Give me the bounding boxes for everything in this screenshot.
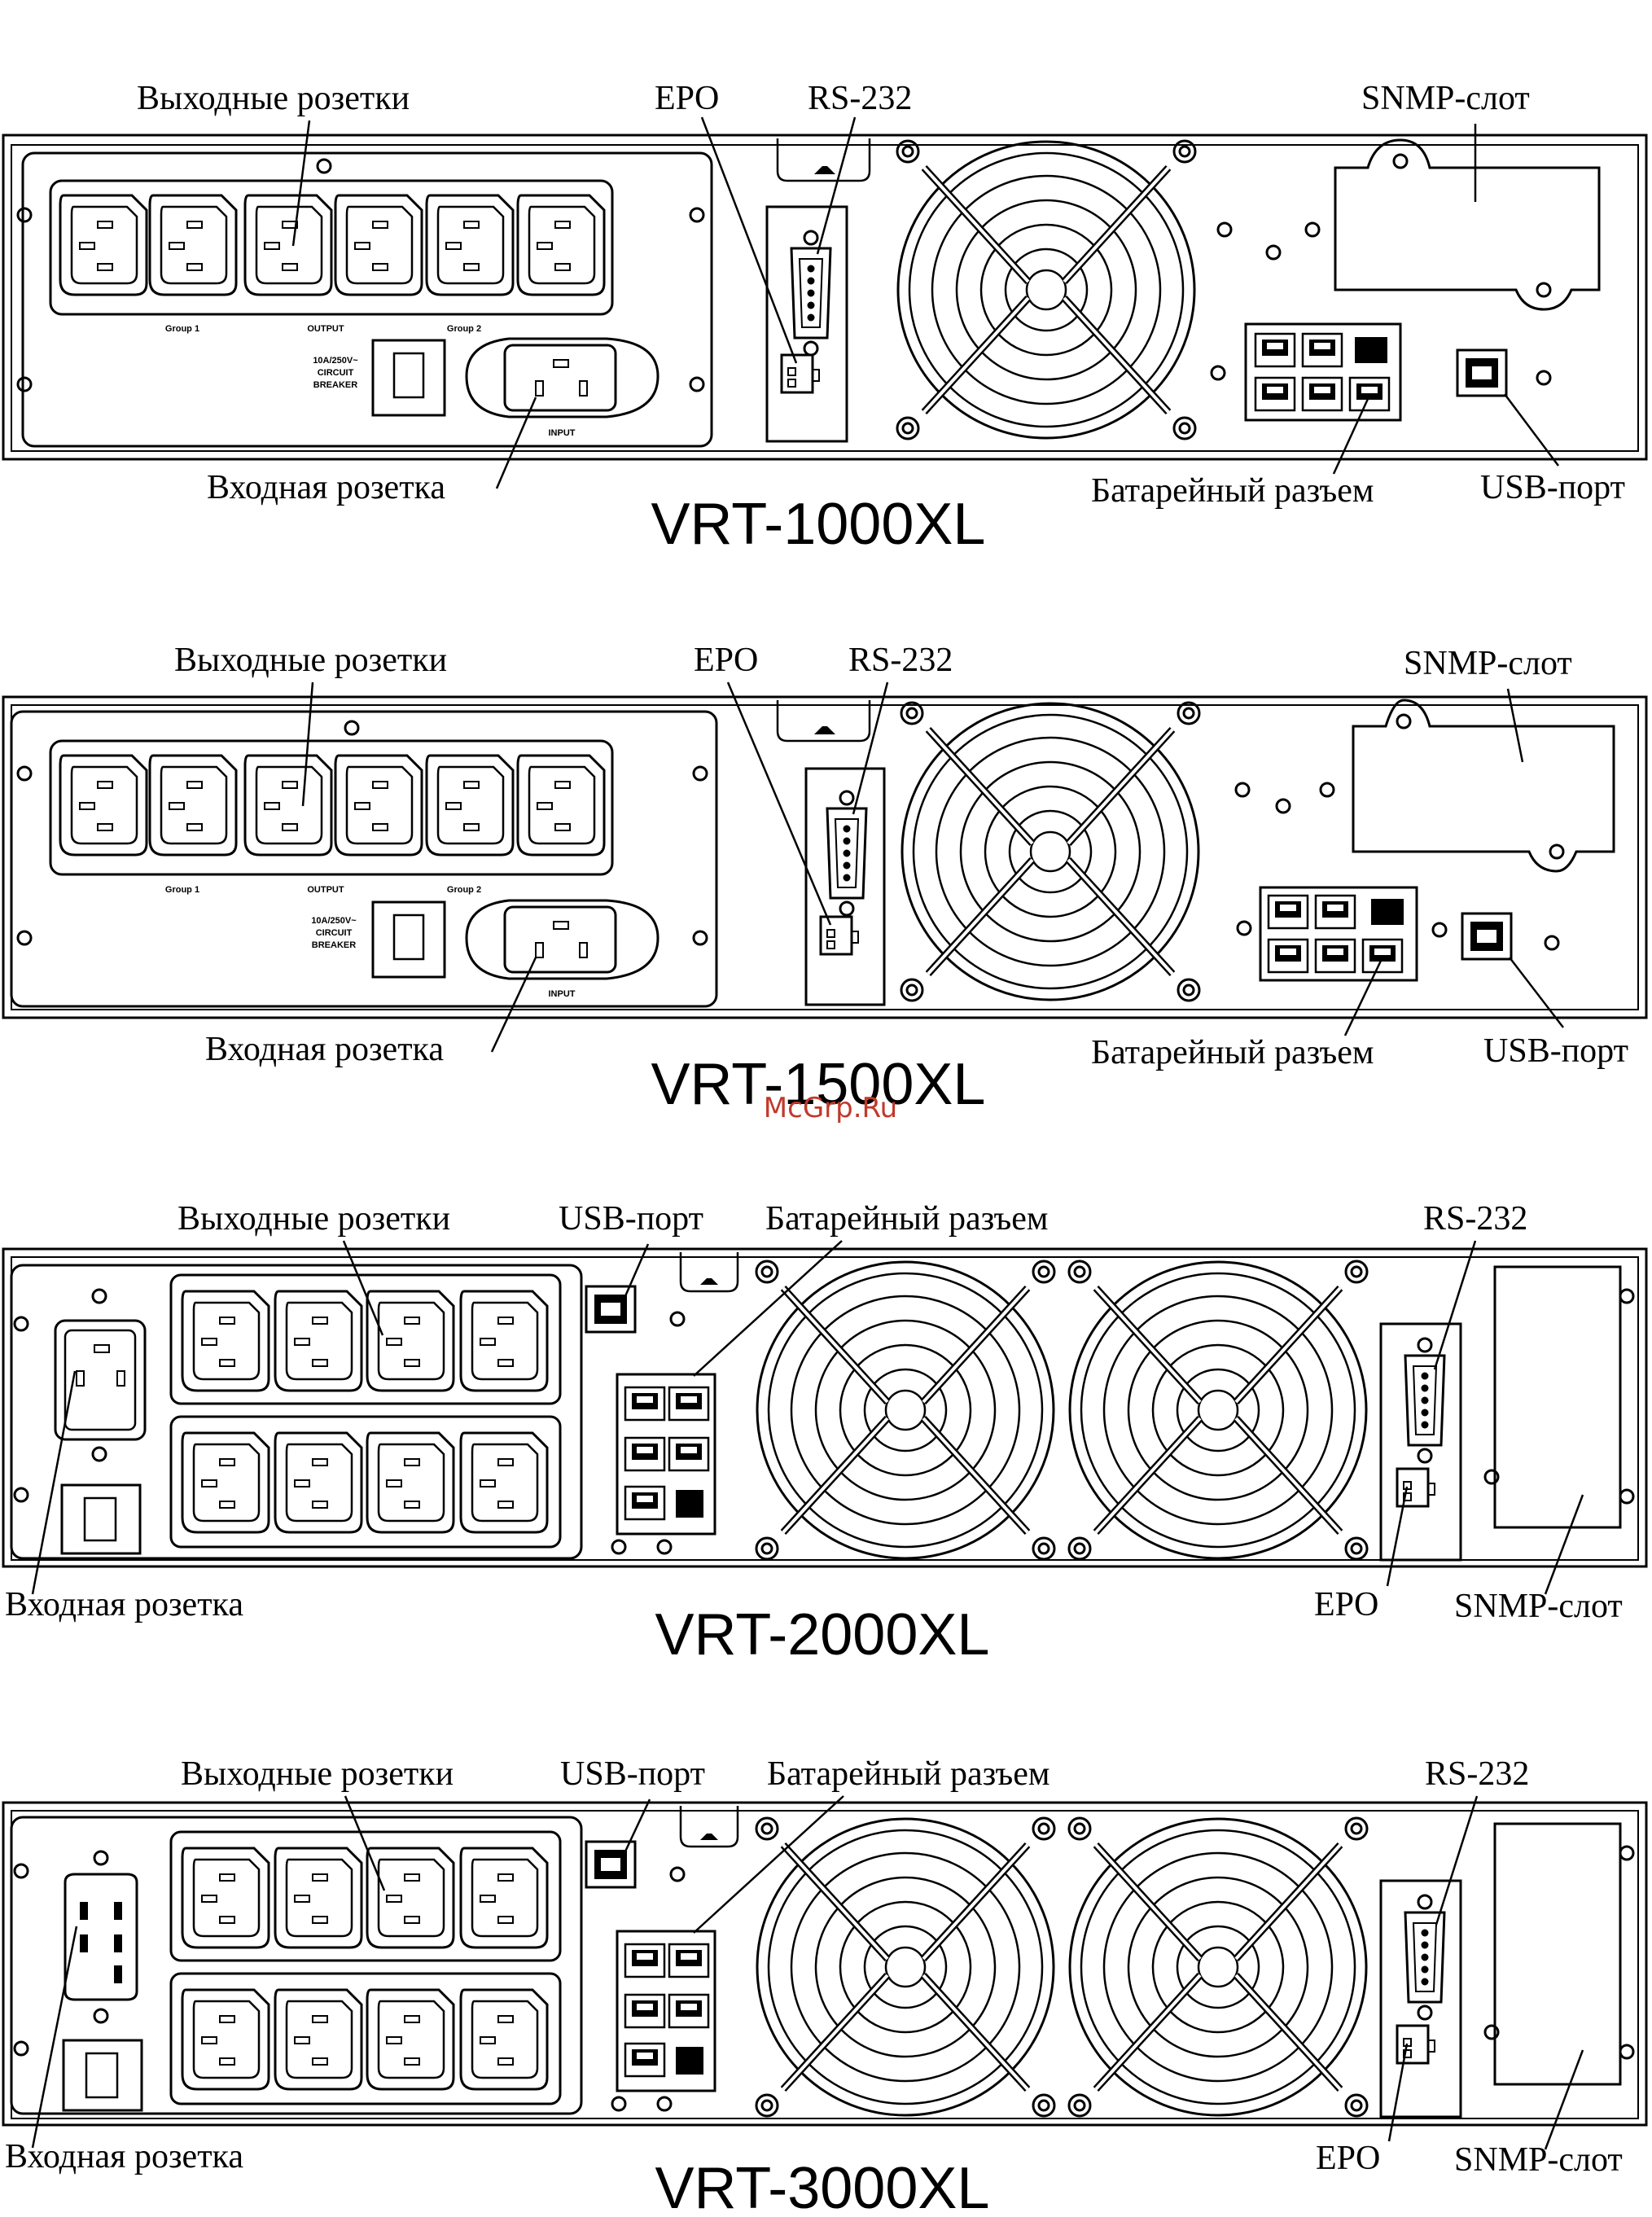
label-input: Входная розетка — [5, 1586, 243, 1623]
label-outputs: Выходные розетки — [137, 80, 410, 117]
label-rs232: RS-232 — [1423, 1200, 1527, 1238]
rs232-port[interactable] — [790, 230, 832, 357]
label-epo: EPO — [1316, 2140, 1380, 2177]
group1-label: Group 1 — [165, 324, 199, 334]
model-name: VRT-2000XL — [655, 1602, 990, 1667]
snmp-slot[interactable] — [1493, 1822, 1622, 2086]
label-outputs: Выходные розетки — [174, 642, 447, 679]
label-snmp: SNMP-слот — [1454, 1588, 1623, 1625]
label-epo: EPO — [1314, 1586, 1378, 1623]
breaker-text: BREAKER — [312, 940, 356, 950]
label-input: Входная розетка — [207, 469, 445, 506]
callouts-vrt-3000xl: Выходные розетки USB-порт Батарейный раз… — [5, 1755, 1623, 2217]
callouts-vrt-2000xl: Выходные розетки USB-порт Батарейный раз… — [5, 1200, 1623, 1667]
epo-connector[interactable] — [1396, 1467, 1430, 1508]
label-usb: USB-порт — [559, 1200, 703, 1238]
label-snmp: SNMP-слот — [1454, 2141, 1623, 2179]
output-label: OUTPUT — [307, 885, 344, 895]
battery-connector[interactable] — [616, 1930, 716, 2092]
label-epo: EPO — [655, 80, 719, 117]
group1-label: Group 1 — [165, 885, 199, 895]
label-usb: USB-порт — [1480, 469, 1625, 506]
circuit-breaker[interactable] — [371, 900, 446, 979]
cooling-fan-2 — [1069, 1818, 1367, 2116]
cooling-fan — [897, 141, 1195, 439]
breaker-text: CIRCUIT — [318, 368, 354, 378]
label-rs232: RS-232 — [1425, 1755, 1529, 1793]
epo-connector[interactable] — [819, 915, 853, 956]
input-socket[interactable] — [503, 344, 617, 412]
battery-connector[interactable] — [616, 1373, 716, 1536]
label-snmp: SNMP-слот — [1404, 645, 1572, 682]
panel-vrt-1000xl: Group 1 OUTPUT Group 2 10A/250V~ CIRCUIT… — [2, 134, 1648, 461]
circuit-breaker[interactable] — [371, 339, 446, 417]
snmp-slot[interactable] — [1334, 138, 1601, 311]
input-socket[interactable] — [64, 1873, 138, 2001]
label-battery: Батарейный разъем — [1091, 472, 1374, 510]
label-outputs: Выходные розетки — [177, 1200, 450, 1238]
group2-label: Group 2 — [447, 324, 481, 334]
panel-vrt-3000xl — [2, 1801, 1648, 2127]
label-usb: USB-порт — [1483, 1032, 1628, 1070]
label-battery: Батарейный разъем — [767, 1755, 1049, 1793]
rs232-port[interactable] — [1404, 1894, 1446, 2021]
output-label: OUTPUT — [307, 324, 344, 334]
label-usb: USB-порт — [560, 1755, 705, 1793]
label-battery: Батарейный разъем — [765, 1200, 1048, 1238]
breaker-text: CIRCUIT — [316, 928, 353, 938]
cooling-fan — [901, 703, 1199, 1001]
rs232-port[interactable] — [826, 790, 868, 917]
circuit-breaker[interactable] — [62, 2039, 143, 2112]
label-rs232: RS-232 — [808, 80, 912, 117]
epo-connector[interactable] — [780, 353, 814, 394]
snmp-slot[interactable] — [1493, 1265, 1622, 1529]
comm-slot — [1379, 1879, 1462, 2118]
comm-slot — [1379, 1322, 1462, 1562]
comm-slot — [765, 205, 848, 443]
usb-port[interactable] — [585, 1285, 637, 1334]
input-mark: INPUT — [549, 989, 576, 999]
breaker-text: 10A/250V~ — [311, 916, 357, 926]
label-outputs: Выходные розетки — [181, 1755, 454, 1793]
breaker-text: BREAKER — [313, 380, 357, 390]
battery-connector[interactable] — [1244, 322, 1402, 422]
usb-port[interactable] — [1461, 912, 1513, 961]
epo-connector[interactable] — [1396, 2024, 1430, 2065]
label-input: Входная розетка — [205, 1031, 444, 1068]
callouts-vrt-1000xl: Выходные розетки EPO RS-232 SNMP-слот Вх… — [137, 80, 1625, 557]
label-rs232: RS-232 — [848, 642, 953, 679]
input-mark: INPUT — [549, 428, 576, 438]
cooling-fan-1 — [756, 1818, 1054, 2116]
breaker-text: 10A/250V~ — [313, 356, 358, 366]
panel-vrt-1500xl: Group 1 OUTPUT Group 2 10A/250V~ CIRCUIT… — [2, 695, 1648, 1019]
model-name: VRT-1000XL — [651, 492, 986, 557]
label-battery: Батарейный разъем — [1091, 1034, 1374, 1071]
callouts-vrt-1500xl: Выходные розетки EPO RS-232 SNMP-слот Вх… — [174, 642, 1628, 1124]
model-name: VRT-3000XL — [655, 2156, 990, 2213]
snmp-slot[interactable] — [1352, 699, 1615, 873]
watermark: McGrp.Ru — [764, 1092, 897, 1124]
label-snmp: SNMP-слот — [1361, 80, 1530, 117]
comm-slot — [804, 767, 886, 1006]
cooling-fan-2 — [1069, 1261, 1367, 1559]
input-socket[interactable] — [54, 1319, 147, 1441]
cooling-fan-1 — [756, 1261, 1054, 1559]
circuit-breaker[interactable] — [60, 1483, 142, 1555]
label-epo: EPO — [694, 642, 758, 679]
group2-label: Group 2 — [447, 885, 481, 895]
model-name: VRT-1500XL — [651, 1052, 986, 1117]
input-socket[interactable] — [503, 905, 617, 974]
label-input: Входная розетка — [5, 2138, 243, 2175]
usb-port[interactable] — [1456, 348, 1508, 397]
battery-connector[interactable] — [1259, 886, 1418, 982]
